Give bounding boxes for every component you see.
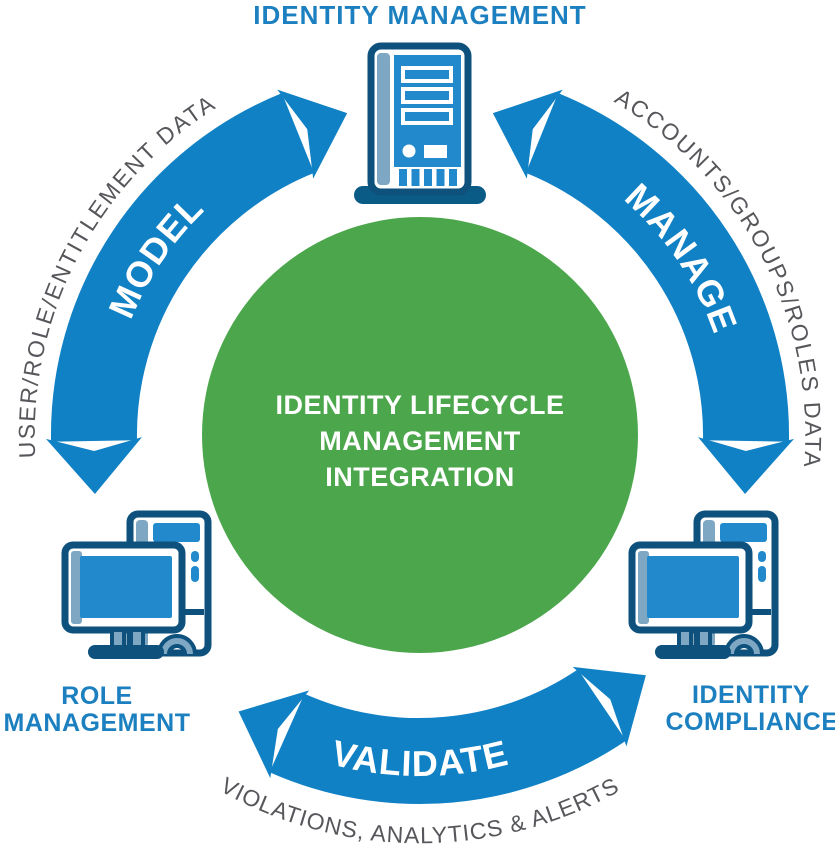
role-management-desktop-computer-icon <box>65 514 208 659</box>
role-management-label-line2: MANAGEMENT <box>4 709 191 737</box>
model-arrow <box>45 89 348 494</box>
validate-arrow <box>238 666 646 805</box>
identity-management-label: IDENTITY MANAGEMENT <box>253 0 586 30</box>
manage-arrow <box>492 89 795 494</box>
identity-compliance-label-line2: COMPLIANCE <box>665 708 835 736</box>
center-text-line2: MANAGEMENT <box>319 426 521 456</box>
server-tower-icon <box>354 42 486 204</box>
center-text-line1: IDENTITY LIFECYCLE <box>275 390 564 420</box>
role-management-label-line1: ROLE <box>61 682 132 710</box>
center-text-line3: INTEGRATION <box>325 462 515 492</box>
identity-compliance-desktop-computer-icon <box>632 514 775 659</box>
identity-compliance-label-line1: IDENTITY <box>692 681 810 709</box>
